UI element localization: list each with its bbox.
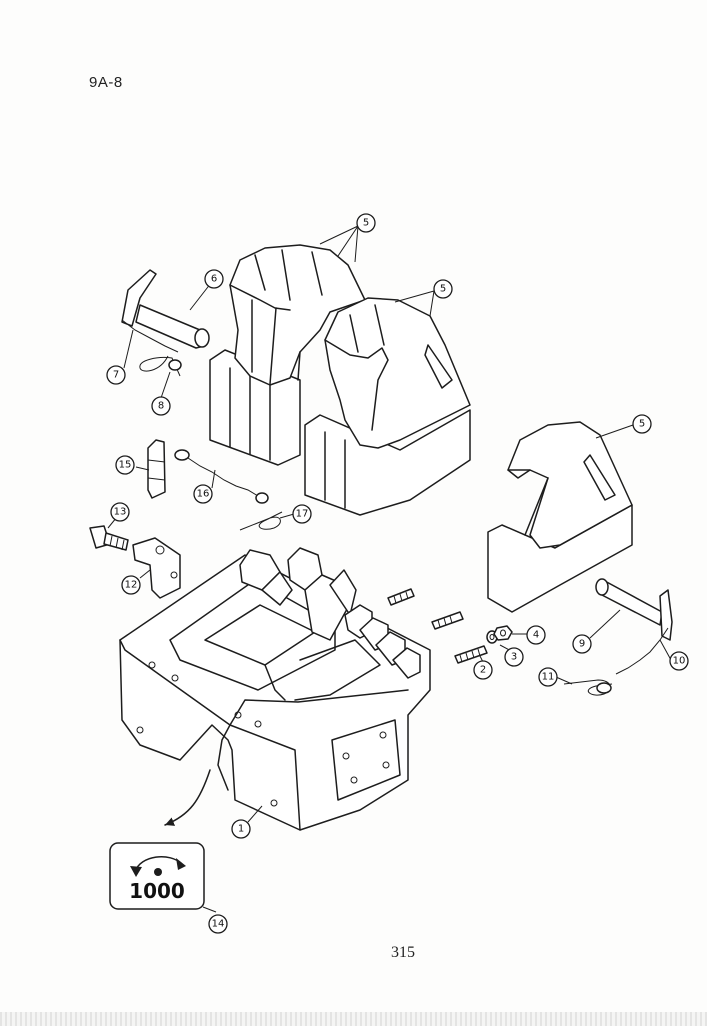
locking-pin-chain-clip — [147, 439, 283, 531]
callout-13: 13 — [110, 502, 130, 522]
decal-value: 1000 — [129, 879, 185, 903]
weight-bracket — [119, 547, 431, 831]
section-code: 9A-8 — [89, 74, 123, 91]
callout-5-rear: 5 — [356, 213, 376, 233]
svg-text:15: 15 — [119, 460, 132, 471]
callout-3: 3 — [504, 647, 524, 667]
svg-text:11: 11 — [542, 672, 555, 683]
callout-10: 10 — [669, 651, 689, 671]
svg-text:3: 3 — [511, 652, 517, 663]
bolt-and-retainer — [89, 525, 181, 599]
callout-1: 1 — [231, 819, 251, 839]
callout-8: 8 — [151, 396, 171, 416]
studs-and-fasteners — [387, 588, 513, 664]
callout-12: 12 — [121, 575, 141, 595]
suitcase-weight-single — [487, 421, 633, 613]
svg-text:6: 6 — [211, 274, 217, 285]
page-number: 315 — [391, 944, 415, 961]
callout-15: 15 — [115, 455, 135, 475]
svg-text:5: 5 — [363, 218, 369, 229]
callout-9: 9 — [572, 634, 592, 654]
callout-14: 14 — [208, 914, 228, 934]
retaining-pin-assembly-right — [563, 578, 673, 696]
scan-edge — [0, 1012, 707, 1026]
callout-5-middle: 5 — [433, 279, 453, 299]
callout-4: 4 — [526, 625, 546, 645]
svg-text:10: 10 — [673, 656, 686, 667]
callout-6: 6 — [204, 269, 224, 289]
svg-text:13: 13 — [114, 507, 127, 518]
svg-text:4: 4 — [533, 630, 539, 641]
callout-16: 16 — [193, 484, 213, 504]
svg-text:5: 5 — [639, 419, 645, 430]
retaining-pin-assembly-top — [121, 269, 210, 377]
callout-11: 11 — [538, 667, 558, 687]
svg-text:16: 16 — [197, 489, 210, 500]
svg-text:17: 17 — [296, 509, 309, 520]
svg-text:7: 7 — [113, 370, 119, 381]
svg-text:8: 8 — [158, 401, 164, 412]
callout-7: 7 — [106, 365, 126, 385]
svg-text:1: 1 — [238, 824, 244, 835]
suitcase-weights-rear — [209, 244, 366, 466]
svg-text:2: 2 — [480, 665, 486, 676]
svg-text:9: 9 — [579, 639, 585, 650]
suitcase-weights-middle — [304, 297, 471, 516]
leader-lines — [107, 225, 672, 913]
pto-1000-decal: 1000 — [109, 769, 211, 910]
callout-17: 17 — [292, 504, 312, 524]
svg-text:5: 5 — [440, 284, 446, 295]
svg-text:14: 14 — [212, 919, 225, 930]
svg-text:12: 12 — [125, 580, 138, 591]
callout-2: 2 — [473, 660, 493, 680]
callout-5-right: 5 — [632, 414, 652, 434]
